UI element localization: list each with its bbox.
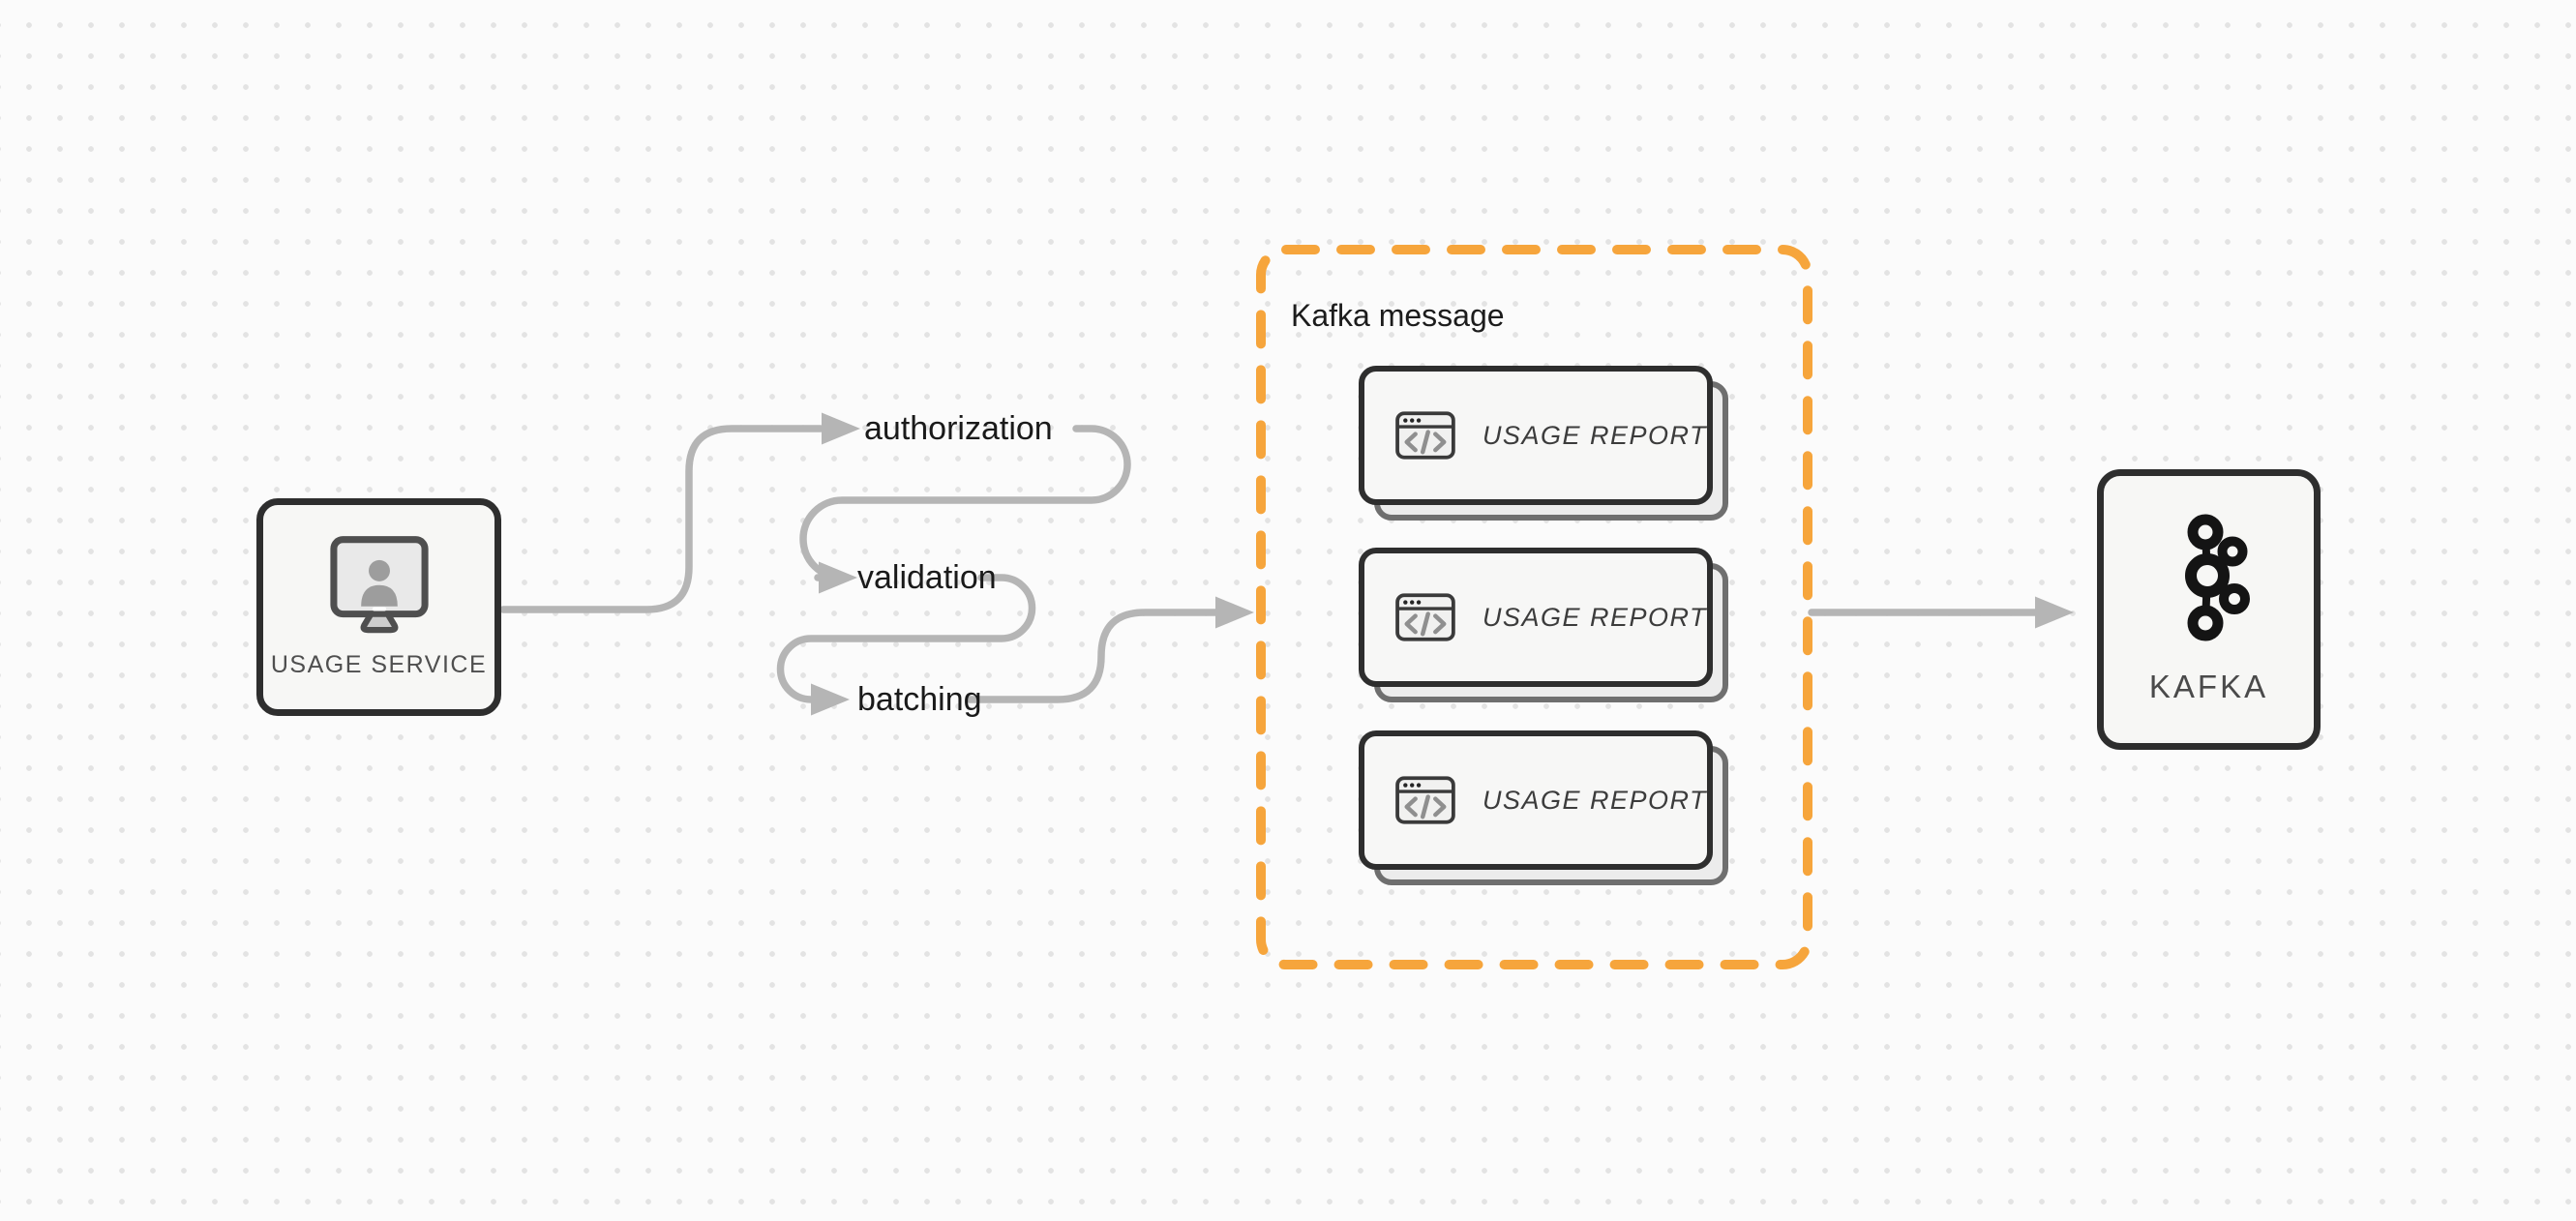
usage-report-label: USAGE REPORT: [1482, 602, 1707, 632]
kafka-message-group-border: [1256, 245, 1812, 969]
connector-batching-to-group: [966, 609, 1219, 703]
connector-usage-to-authorization: [499, 425, 824, 613]
code-window-icon: [1395, 593, 1455, 641]
kafka-logo-icon: [2184, 514, 2250, 641]
step-label-batching: batching: [857, 681, 982, 718]
step-label-validation: validation: [857, 559, 997, 596]
usage-report-label: USAGE REPORT: [1482, 785, 1707, 815]
usage-report-card: USAGE REPORT: [1359, 730, 1728, 885]
arrowhead: [1215, 596, 1254, 629]
connector-validation-to-batching: [776, 574, 1036, 703]
arrowhead: [2035, 596, 2074, 629]
card-body: USAGE REPORT: [1359, 548, 1713, 687]
arrowhead: [819, 561, 857, 594]
connector-authorization-to-validation: [799, 425, 1131, 581]
arrowhead: [822, 412, 860, 445]
usage-report-card: USAGE REPORT: [1359, 366, 1728, 521]
usage-report-label: USAGE REPORT: [1482, 420, 1707, 450]
arrowhead: [811, 683, 850, 716]
usage-service-node: USAGE SERVICE: [256, 498, 501, 716]
card-body: USAGE REPORT: [1359, 730, 1713, 870]
usage-report-card: USAGE REPORT: [1359, 548, 1728, 702]
kafka-node: KAFKA: [2097, 469, 2321, 750]
code-window-icon: [1395, 411, 1455, 460]
monitor-user-icon: [329, 536, 429, 634]
kafka-label: KAFKA: [2148, 669, 2269, 704]
kafka-message-group-title: Kafka message: [1291, 298, 1505, 333]
code-window-icon: [1395, 776, 1455, 824]
usage-service-label: USAGE SERVICE: [270, 651, 488, 678]
card-body: USAGE REPORT: [1359, 366, 1713, 505]
step-label-authorization: authorization: [864, 410, 1053, 447]
